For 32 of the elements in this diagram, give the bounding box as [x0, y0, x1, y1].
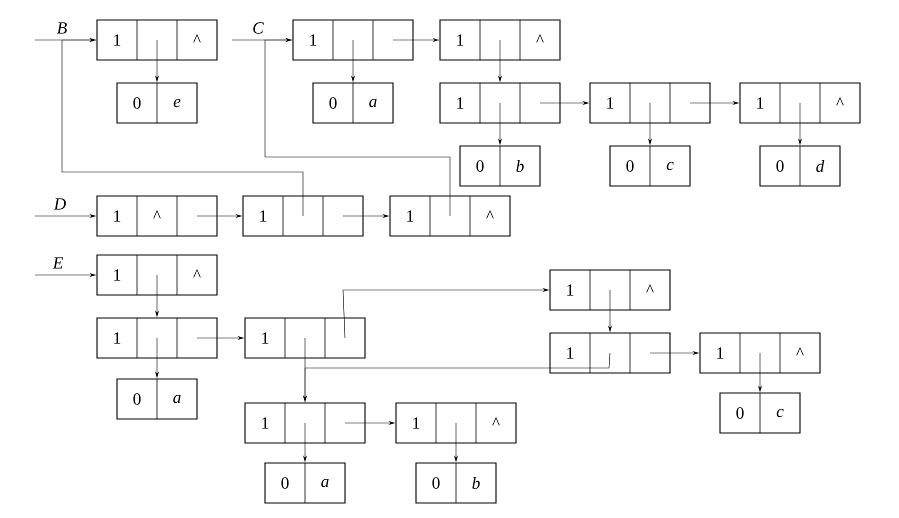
arrow [264, 38, 450, 216]
pointer-label: C [253, 22, 264, 34]
arrow [62, 38, 304, 216]
list-node-box: 1 [244, 317, 366, 359]
list-node-box: 1 ^ [699, 332, 821, 374]
list-node-box: 1 [244, 402, 366, 444]
atom-node-box: 0 e [116, 82, 198, 124]
atom-node-box: 0 b [415, 462, 497, 504]
list-node-box: 1 [589, 82, 711, 124]
atom-node-box: 0 c [609, 145, 691, 187]
list-node-box: 1 ^ [549, 269, 671, 311]
list-node-box: 1 [549, 332, 671, 374]
atom-node-box: 0 d [759, 145, 841, 187]
list-node-box: 1 [439, 82, 561, 124]
list-node-box: 1 ^ [96, 254, 218, 296]
list-node-box: 1 ^ [395, 402, 517, 444]
atom-node-box: 0 b [459, 145, 541, 187]
list-node-box: 1 ^ [739, 82, 861, 124]
pointer-label: E [52, 257, 63, 269]
list-node-box: 1 ^ [96, 19, 218, 61]
atom-node-box: 0 a [264, 462, 346, 504]
list-node-box: 1 ^ [96, 195, 218, 237]
list-node-box: 1 [292, 19, 414, 61]
list-node-box: 1 ^ [389, 195, 511, 237]
list-node-box: 1 [96, 317, 218, 359]
pointer-label: D [54, 198, 66, 210]
atom-node-box: 0 a [312, 82, 394, 124]
list-node-box: 1 [242, 195, 364, 237]
atom-node-box: 0 c [719, 392, 801, 434]
pointer-label: B [56, 22, 67, 34]
atom-node-box: 0 a [116, 378, 198, 420]
list-node-box: 1 ^ [439, 19, 561, 61]
